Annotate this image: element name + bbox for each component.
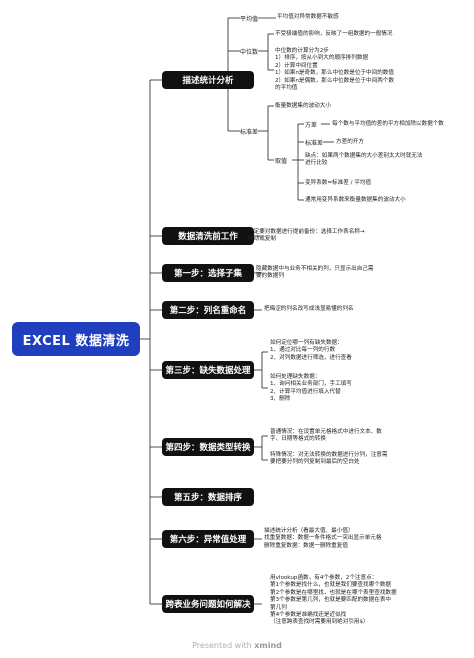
branch-step3[interactable]: 第三步：缺失数据处理 (162, 361, 254, 379)
mean-text: 平均值对异常数据不敏感 (277, 14, 339, 20)
median-text-1: 不受极端值的影响，反映了一组数据的一般情况 (275, 31, 393, 37)
branch-pre-clean[interactable]: 数据清洗前工作 (162, 227, 254, 245)
branch-step6[interactable]: 第六步：异常值处理 (162, 530, 254, 548)
std-label[interactable]: 标准差 (240, 129, 259, 136)
prep-text: 一定要对数据进行提前备份：选择工作表名称→ 移动或复制 (248, 229, 365, 243)
stddev-label[interactable]: 标准差 (305, 140, 324, 147)
step4-text-1: 普通情况：在设置单元格格式中进行文本、数 字、日期等格式的转换 (270, 429, 382, 443)
branch-step1[interactable]: 第一步：选择子集 (162, 264, 254, 282)
branch-descriptive-stats[interactable]: 描述统计分析 (162, 71, 254, 89)
step3-text-1: 如何定位哪一列有缺失数据： 1、通过对比每一列的行数 2、对列数据进行筛选，进行… (270, 340, 352, 361)
step4-text-2: 特殊情况：对无法转换的数据进行分列，注意需 要把要分列的列复制到最后的空白处 (270, 452, 388, 466)
cv-label[interactable]: 取值 (275, 158, 288, 165)
branch-step5[interactable]: 第五步：数据排序 (162, 488, 254, 506)
cv-text-2: 变异系数=标准差 / 平均值 (305, 180, 372, 186)
footer-credit: Presented with xmind (0, 641, 474, 650)
branch-step2[interactable]: 第二步：列名重命名 (162, 301, 254, 319)
std-text-1: 衡量数据集的波动大小 (275, 103, 331, 109)
step6-text: 描述统计分析（看最大值、最小值） 找重复数据：数据一条件格式一突出显示单元格 删… (264, 528, 382, 549)
cv-text-3: 通常用变异系数来衡量数据集的波动大小 (305, 197, 406, 203)
root-topic[interactable]: EXCEL 数据清洗 (12, 322, 140, 356)
cv-text-1: 缺点：如果两个数据集的大小差别太大时就无法 进行比较 (305, 153, 423, 167)
mean-label[interactable]: 平均值 (240, 16, 259, 23)
median-text-2: 中位数的计算分为2步 1）排序，按从小到大的顺序排列数据 2）计算中间位置 1）… (275, 48, 394, 92)
step1-text: 隐藏数据中与业务不相关的列，只显示出自己需 要的数据列 (256, 266, 374, 280)
stddev-text: 方差的开方 (336, 139, 364, 145)
step3-text-2: 如何处理缺失数据： 1、询问相关业务部门，手工填写 2、计算平均值进行填入代替 … (270, 374, 352, 403)
branch-cross-table[interactable]: 跨表业务问题如何解决 (162, 595, 254, 613)
variance-label[interactable]: 方差 (305, 122, 318, 129)
variance-text: 每个数与平均值的差的平方相加除以数据个数 (332, 121, 444, 127)
step2-text: 把晦涩的列名改写成浅显易懂的列名 (264, 306, 354, 312)
cross-text: 用vlookup函数，有4个参数，2个注意点： 第1个参数是找什么，也就是我们要… (270, 575, 397, 626)
branch-step4[interactable]: 第四步：数据类型转换 (162, 438, 254, 456)
footer-prefix: Presented with (192, 641, 252, 650)
xmind-logo: xmind (254, 641, 282, 650)
median-label[interactable]: 中位数 (240, 49, 259, 56)
